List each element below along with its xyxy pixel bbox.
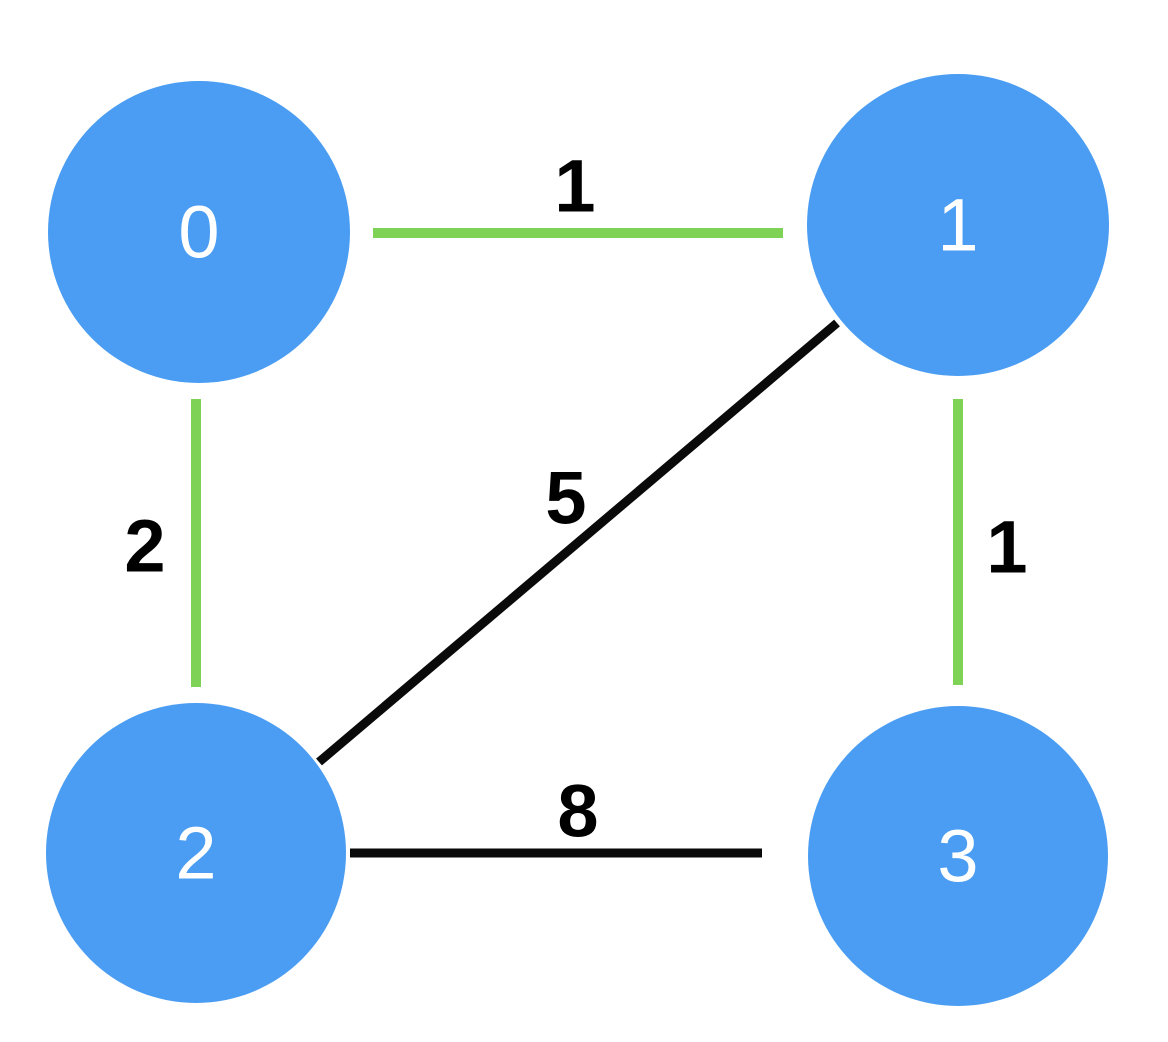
graph-node-label-3: 3	[937, 815, 978, 898]
graph-node-2	[46, 703, 346, 1003]
edge-weights-layer: 1 2 1 5 8	[124, 145, 1027, 853]
graph-node-label-2: 2	[175, 812, 216, 895]
graph-node-0	[48, 81, 350, 383]
graph-node-label-1: 1	[937, 184, 978, 267]
graph-node-1	[807, 74, 1109, 376]
edge-weight-2-1: 5	[545, 457, 586, 540]
edge-weight-0-2: 2	[124, 505, 165, 588]
graph-node-3	[808, 706, 1108, 1006]
edges-layer	[191, 228, 963, 858]
edge-2-1	[316, 319, 840, 766]
edge-weight-0-1: 1	[554, 145, 595, 228]
nodes-layer: 0 1 2 3	[46, 74, 1109, 1006]
graph-node-label-0: 0	[178, 191, 219, 274]
edge-weight-2-3: 8	[557, 770, 598, 853]
edge-weight-1-3: 1	[986, 506, 1027, 589]
